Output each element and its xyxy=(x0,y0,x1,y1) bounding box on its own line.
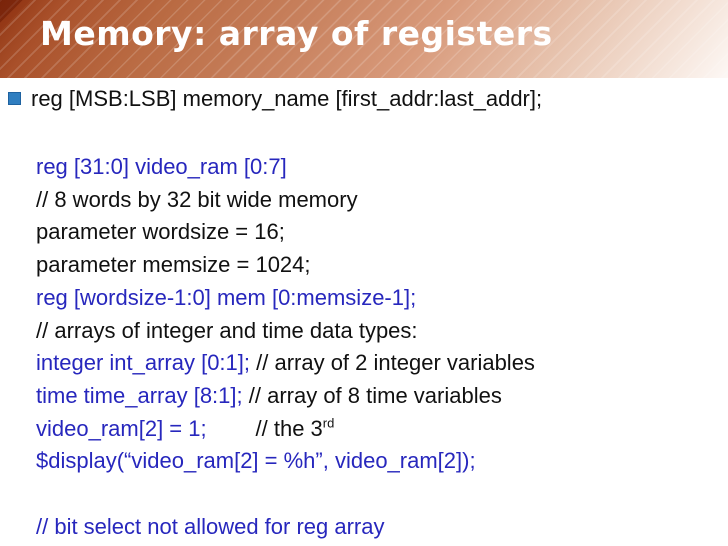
title-bar-corner-accent xyxy=(0,0,728,78)
code-line: // arrays of integer and time data types… xyxy=(36,315,535,348)
code-segment: integer int_array [0:1]; xyxy=(36,350,251,376)
slide-title-bar: Memory: array of registers xyxy=(0,0,728,78)
code-line: time time_array [8:1]; // array of 8 tim… xyxy=(36,380,535,413)
code-line: integer int_array [0:1]; // array of 2 i… xyxy=(36,347,535,380)
bullet-square-icon xyxy=(8,92,21,105)
bullet-line: reg [MSB:LSB] memory_name [first_addr:la… xyxy=(8,86,542,112)
code-segment: // bit select not allowed for reg array xyxy=(36,513,385,539)
code-segment: parameter wordsize = 16; xyxy=(36,219,285,245)
code-segment: parameter memsize = 1024; xyxy=(36,252,311,278)
code-line: parameter memsize = 1024; xyxy=(36,249,535,282)
code-line: reg [wordsize-1:0] mem [0:memsize-1]; xyxy=(36,282,535,315)
code-line: video_ram[2] = 1; // the 3rd xyxy=(36,413,535,446)
code-segment: reg [wordsize-1:0] mem [0:memsize-1]; xyxy=(36,284,417,310)
code-block: reg [31:0] video_ram [0:7] // 8 words by … xyxy=(36,151,535,543)
bullet-text: reg [MSB:LSB] memory_name [first_addr:la… xyxy=(31,86,543,111)
code-line: reg [31:0] video_ram [0:7] xyxy=(36,151,535,184)
code-segment: // array of 2 integer variables xyxy=(250,350,535,376)
code-segment: reg [31:0] video_ram [0:7] xyxy=(36,154,287,179)
slide-title: Memory: array of registers xyxy=(40,14,553,53)
code-segment: // 8 words by 32 bit wide memory xyxy=(36,186,358,212)
code-line: $display(“video_ram[2] = %h”, video_ram[… xyxy=(36,445,535,478)
code-line: parameter wordsize = 16; xyxy=(36,216,535,249)
code-segment: // arrays of integer and time data types… xyxy=(36,317,418,343)
code-segment: time time_array [8:1]; xyxy=(36,382,243,408)
code-line: // bit select not allowed for reg array xyxy=(36,511,535,544)
code-segment: rd xyxy=(322,415,335,431)
code-line xyxy=(36,478,535,511)
code-line: // 8 words by 32 bit wide memory xyxy=(36,184,535,217)
code-segment: // the 3 xyxy=(206,415,323,441)
code-segment: $display(“video_ram[2] = %h”, video_ram[… xyxy=(36,448,476,474)
code-segment: // array of 8 time variables xyxy=(242,382,502,408)
code-segment: video_ram[2] = 1; xyxy=(36,415,207,441)
